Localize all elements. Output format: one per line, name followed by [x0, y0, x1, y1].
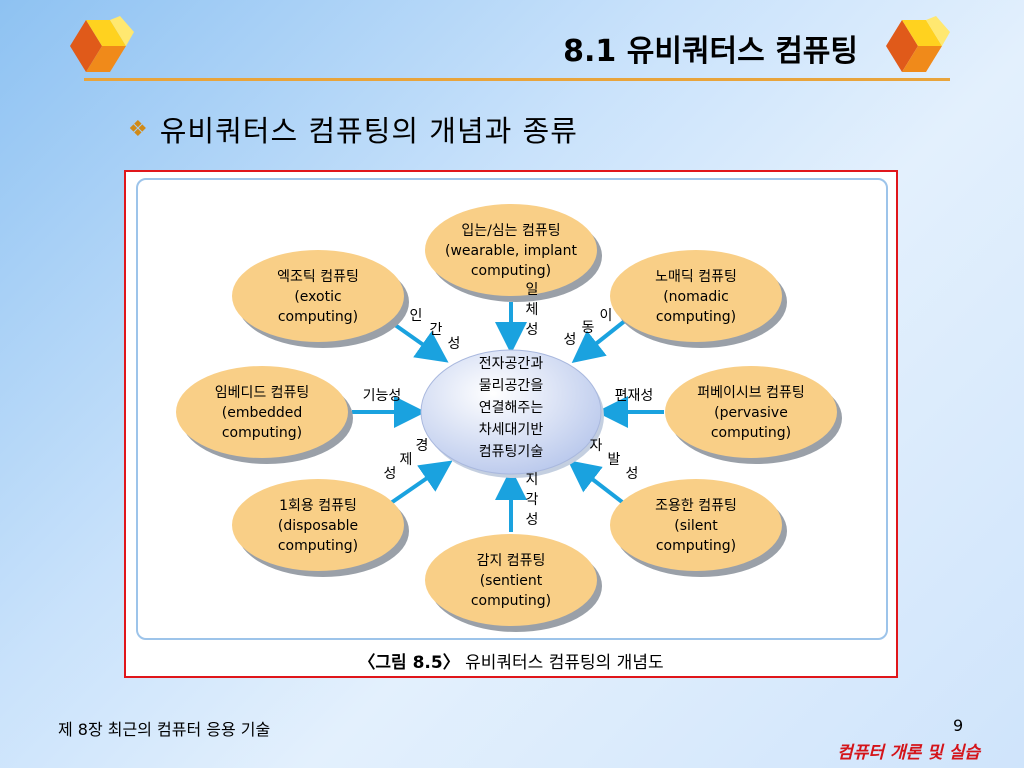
arrow-exotic — [386, 318, 449, 363]
node-line-disposable: 1회용 컴퓨팅 — [279, 498, 357, 514]
edge-label-sentient: 성 — [526, 512, 539, 528]
node-line-pervasive: computing) — [711, 425, 791, 441]
edge-label-sentient: 지 — [526, 472, 539, 488]
center-line: 컴퓨팅기술 — [479, 444, 544, 460]
edge-label-disposable: 경 — [416, 438, 429, 454]
caption-number: 〈그림 8.5〉 — [358, 653, 460, 673]
node-line-sentient: (sentient — [480, 573, 543, 589]
node-line-embedded: (embedded — [222, 405, 303, 421]
edge-label-embedded: 기능성 — [363, 388, 402, 404]
node-line-nomadic: (nomadic — [663, 289, 729, 305]
node-embedded — [176, 366, 348, 458]
arrow-disposable — [386, 460, 453, 507]
node-disposable — [232, 479, 404, 571]
center-node — [420, 349, 602, 475]
node-line-disposable: computing) — [278, 538, 358, 554]
edge-label-exotic: 인 — [410, 308, 423, 324]
node-line-silent: 조용한 컴퓨팅 — [655, 498, 737, 514]
title-divider — [84, 78, 950, 81]
subtitle-row: ❖ 유비쿼터스 컴퓨팅의 개념과 종류 — [128, 108, 578, 150]
center-line: 물리공간을 — [479, 378, 544, 394]
node-line-embedded: computing) — [222, 425, 302, 441]
edge-label-exotic: 간 — [430, 322, 443, 338]
edge-label-nomadic: 성 — [564, 332, 577, 348]
edge-label-disposable: 제 — [400, 452, 413, 468]
node-line-disposable: (disposable — [278, 518, 358, 534]
node-line-pervasive: (pervasive — [714, 405, 788, 421]
page-number: 9 — [953, 716, 964, 735]
edge-label-wearable: 체 — [526, 302, 539, 318]
node-line-wearable: 입는/심는 컴퓨팅 — [461, 223, 560, 239]
node-nomadic — [610, 250, 782, 342]
node-line-nomadic: 노매딕 컴퓨팅 — [655, 269, 737, 285]
bullet-icon: ❖ — [128, 116, 148, 142]
edge-label-wearable: 성 — [526, 322, 539, 338]
edge-label-pervasive: 편재성 — [615, 388, 654, 404]
edge-label-wearable: 일 — [526, 282, 539, 298]
node-line-exotic: (exotic — [294, 289, 341, 305]
node-line-sentient: computing) — [471, 593, 551, 609]
node-pervasive — [665, 366, 837, 458]
node-exotic — [232, 250, 404, 342]
subtitle: 유비쿼터스 컴퓨팅의 개념과 종류 — [159, 114, 578, 148]
edge-label-nomadic: 이 — [600, 308, 613, 324]
node-line-embedded: 임베디드 컴퓨팅 — [215, 385, 310, 401]
node-line-pervasive: 퍼베이시브 컴퓨팅 — [697, 385, 805, 401]
caption-text: 유비쿼터스 컴퓨팅의 개념도 — [465, 653, 664, 673]
node-line-wearable: computing) — [471, 263, 551, 279]
edge-label-sentient: 각 — [526, 492, 539, 508]
node-wearable — [425, 204, 597, 296]
edge-label-nomadic: 동 — [582, 320, 595, 336]
edge-label-silent: 발 — [608, 452, 621, 468]
node-line-wearable: (wearable, implant — [445, 243, 577, 259]
node-line-silent: computing) — [656, 538, 736, 554]
node-line-silent: (silent — [674, 518, 718, 534]
node-silent — [610, 479, 782, 571]
center-line: 전자공간과 — [479, 356, 544, 372]
center-line: 연결해주는 — [479, 400, 544, 416]
edge-label-silent: 성 — [626, 466, 639, 482]
node-line-exotic: 엑조틱 컴퓨팅 — [277, 269, 359, 285]
arrow-nomadic — [571, 318, 628, 363]
node-line-nomadic: computing) — [656, 309, 736, 325]
cube-logo-right-icon — [882, 14, 954, 78]
footer-brand: 컴퓨터 개론 및 실습 — [837, 743, 980, 763]
node-line-sentient: 감지 컴퓨팅 — [477, 553, 546, 569]
edge-label-disposable: 성 — [384, 466, 397, 482]
footer-chapter: 제 8장 최근의 컴퓨터 응용 기술 — [58, 720, 271, 739]
cube-logo-left-icon — [66, 14, 138, 78]
arrow-silent — [567, 460, 628, 507]
center-line: 차세대기반 — [479, 422, 544, 438]
edge-label-exotic: 성 — [448, 336, 461, 352]
edge-label-silent: 자 — [590, 438, 603, 454]
node-line-exotic: computing) — [278, 309, 358, 325]
node-sentient — [425, 534, 597, 626]
page-title: 8.1 유비쿼터스 컴퓨팅 — [563, 34, 858, 69]
figure-caption: 〈그림 8.5〉 유비쿼터스 컴퓨팅의 개념도 — [126, 648, 896, 673]
